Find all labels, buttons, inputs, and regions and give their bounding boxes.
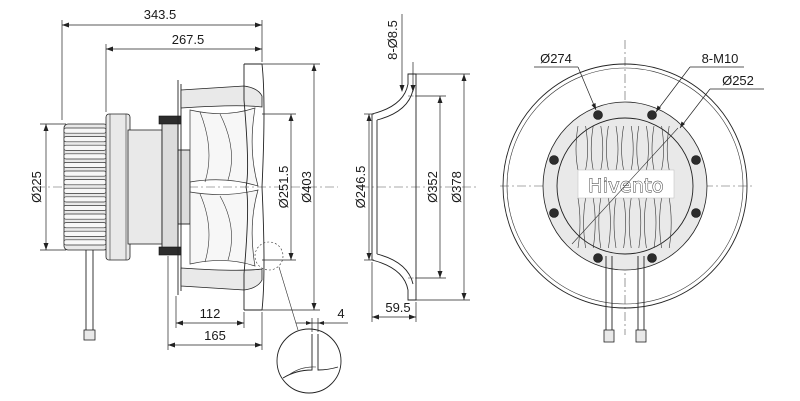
ring-dimensions: 8-Ø8.5 Ø246.5 Ø352 Ø378 59.5 [353,14,470,322]
front-fin [651,125,657,249]
dim-motor-diameter: Ø225 [29,171,44,203]
front-fin [666,125,672,249]
front-fin [659,125,664,249]
dim-ring-outer: Ø378 [449,171,464,203]
impeller-side [177,63,265,311]
dim-detail-thickness: 4 [337,306,344,321]
brand-label-bg [577,169,675,199]
hub-nose [177,149,191,225]
front-dimensions: Ø274 8-M10 Ø252 [534,51,764,245]
front-fin [621,125,626,249]
front-fin [598,125,604,249]
shroud-bottom [243,186,249,310]
dim-holes: 8-Ø8.5 [385,20,400,60]
motor-shoulder [127,129,163,245]
blade-lower [189,189,259,267]
motor-fin [63,213,107,220]
motor-fin [63,222,107,229]
blade-upper [189,107,259,187]
front-fin [636,125,642,249]
bolt-3 [691,155,701,165]
motor-fin [63,127,107,134]
motor-fin [63,162,107,168]
motor-face-circle [556,117,694,255]
front-fin [583,125,588,249]
blade-bottom-edge [180,267,263,291]
motor-fin [63,179,107,186]
motor-fin [63,205,107,211]
bolt-6 [593,253,603,263]
motor-fin [63,153,107,160]
dim-threads: 8-M10 [702,51,739,66]
bolt-4 [691,208,701,218]
front-fin [644,125,649,249]
inlet-ring-view: 8-Ø8.5 Ø246.5 Ø352 Ø378 59.5 [353,14,478,322]
motor-fin [63,170,107,177]
blade-top-edge [180,85,263,109]
motor-flange [105,113,131,261]
bolt-2 [647,110,657,120]
bolt-8 [549,155,559,165]
motor-fin [63,230,107,237]
dim-rear-depth: 165 [204,328,226,343]
detail-circle [276,328,342,394]
mounting-bolts [549,110,701,263]
dim-mounting-length: 267.5 [172,32,205,47]
dim-mount-circle: Ø252 [722,73,754,88]
shroud-outer-circle [502,63,748,309]
brand-logo-text: Hivento [588,175,664,197]
motor-fins [63,127,107,246]
front-fins [575,125,672,249]
front-fin [606,125,611,249]
front-cables [603,256,647,343]
dim-hole-circle: Ø352 [425,171,440,203]
side-dimensions: 343.5 267.5 Ø225 Ø251.5 Ø403 [29,7,348,350]
motor-body [63,113,191,261]
bolt-1 [593,110,603,120]
shroud-inner-circle [506,67,744,305]
front-fin [590,125,596,249]
ring-profile [371,73,417,301]
dim-outer-diameter: Ø403 [299,171,314,203]
motor-fin [63,196,107,203]
bolt-5 [647,253,657,263]
dim-blade-width: 112 [200,306,221,321]
motor-fin [63,187,107,194]
front-fin [613,125,619,249]
dim-bolt-circle: Ø274 [540,51,572,66]
motor-fin [63,136,107,143]
bolt-7 [549,208,559,218]
motor-fin [63,144,107,151]
front-fin [575,125,581,249]
impeller-hub [161,119,179,255]
shroud-top [243,64,249,188]
motor-fin [63,239,107,246]
motor-cable [83,250,96,341]
dim-ring-depth: 59.5 [385,300,410,315]
dim-inlet-diameter: Ø246.5 [353,166,368,209]
front-fin [628,125,634,249]
side-view: 343.5 267.5 Ø225 Ø251.5 Ø403 [29,7,348,394]
front-view: Hivento Ø274 8-M10 Ø252 [500,40,764,343]
detail-marker [254,241,284,271]
dim-overall-length: 343.5 [144,7,177,22]
dim-impeller-diameter: Ø251.5 [276,166,291,209]
